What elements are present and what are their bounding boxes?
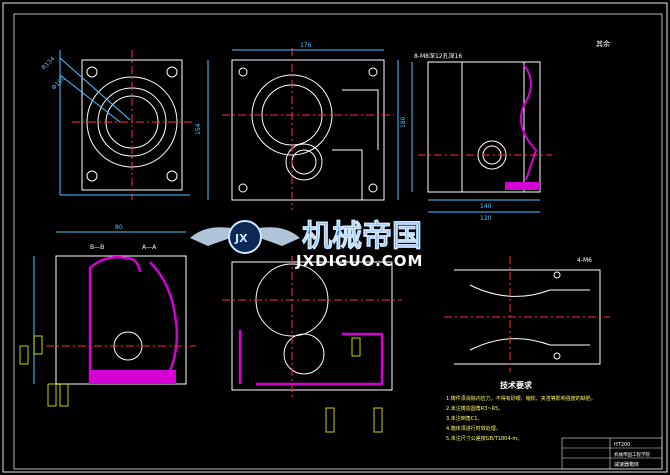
title-block-company: 机械帝国工程学院: [614, 451, 650, 458]
front-small-bore: [285, 143, 323, 181]
section-b-wall: [149, 261, 179, 381]
note-thread-holes: 8-M8深12孔深16: [414, 52, 462, 60]
gdt-frame: [47, 383, 57, 407]
bolt-hole: [368, 183, 378, 193]
tech-req-item: 3.未注倒角C1。: [446, 415, 482, 422]
dim-front-height: 154: [195, 123, 202, 135]
bottom-view: [444, 256, 610, 372]
gdt-frame: [373, 407, 383, 433]
side-view-body: [461, 61, 525, 193]
gdt-callouts-left: [19, 335, 69, 407]
left-end-view: [59, 50, 192, 200]
bolt-hole: [166, 66, 178, 78]
section-b-outline: [55, 255, 187, 385]
bottom-view-rib: [469, 284, 590, 297]
front-view-outline: [231, 59, 385, 201]
bolt-hole: [553, 352, 561, 360]
gdt-callouts-center: [325, 337, 383, 433]
note-surface-finish: 其余: [596, 39, 610, 48]
bolt-hole: [238, 67, 248, 77]
dim-left-diameter: Φ180: [50, 75, 67, 92]
section-b-wall: [88, 255, 142, 384]
tech-req-item: 5.未注尺寸公差按GB/T1804-m。: [446, 435, 522, 442]
note-right-thread: 4-M6: [577, 257, 592, 264]
gdt-frame: [19, 345, 29, 365]
tech-req-item: 4.箱体须进行时效处理。: [446, 425, 501, 432]
bottom-view-rib: [469, 338, 590, 351]
section-a-wall: [256, 332, 384, 386]
dim-front-width: 176: [300, 42, 312, 49]
gdt-frame: [325, 407, 335, 433]
section-hatch: [505, 182, 540, 190]
bolt-hole: [368, 67, 378, 77]
bolt-hole: [86, 66, 98, 78]
logo-letters: JX: [234, 232, 248, 245]
gdt-frame: [33, 335, 43, 355]
section-a-label: A—A: [142, 244, 157, 251]
front-rib: [342, 89, 379, 150]
watermark-url: JXDIGUO.COM: [295, 252, 423, 270]
gdt-frame: [59, 383, 69, 407]
dimension-leader: [59, 57, 131, 121]
watermark-title: 机械帝国: [302, 219, 422, 254]
title-block-frame: [561, 437, 663, 470]
side-view-outline: [427, 61, 541, 193]
title-block-name: 减速器箱体: [614, 461, 639, 468]
tech-req-list: 1.铸件须消除内应力，不得有砂眼、缩松、夹渣等影响强度的缺陷。 2.未注铸造圆角…: [446, 395, 596, 442]
bolt-hole: [238, 183, 248, 193]
dim-side-b2: 120: [480, 215, 492, 222]
dimension-leader: [59, 74, 121, 123]
dim-left-radius: R134: [40, 55, 56, 71]
section-a-small-bore: [283, 333, 325, 375]
watermark: JX 机械帝国 JXDIGUO.COM: [190, 219, 423, 270]
title-block-material: HT200: [614, 442, 630, 448]
gdt-frame: [351, 337, 361, 357]
title-block: [561, 437, 663, 470]
sheet-inner-border: [13, 13, 663, 470]
tech-req-item: 2.未注铸造圆角R3~R5。: [446, 405, 503, 412]
side-view: [411, 61, 552, 213]
section-b-label: B—B: [90, 244, 104, 251]
logo-gear-icon: [228, 220, 262, 254]
dim-side-b1: 140: [480, 203, 492, 210]
bolt-hole: [86, 170, 98, 182]
bolt-hole: [553, 271, 561, 279]
section-b-view: [33, 231, 196, 385]
tech-req-heading: 技术要求: [500, 380, 533, 390]
bolt-hole: [166, 170, 178, 182]
section-a-view: [222, 256, 402, 400]
dim-side-height: 180: [400, 116, 407, 128]
section-fill-curve: [520, 64, 538, 181]
section-a-outline: [231, 261, 393, 391]
tech-req-item: 1.铸件须消除内应力，不得有砂眼、缩松、夹渣等影响强度的缺陷。: [446, 395, 596, 402]
section-b-base-hatch: [90, 370, 176, 384]
front-view: [207, 48, 399, 210]
front-rib: [332, 149, 363, 200]
dim-left-width: 80: [115, 224, 123, 231]
